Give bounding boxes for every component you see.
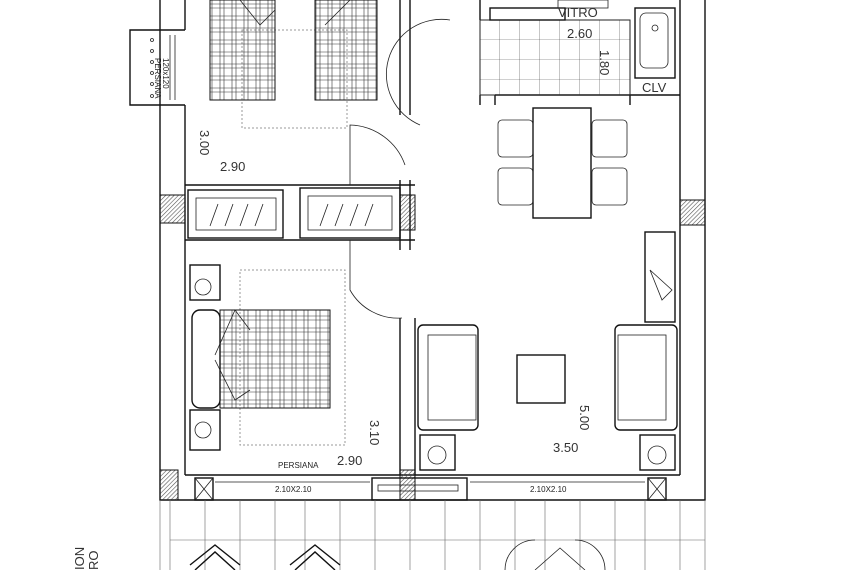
doors [349,18,451,319]
bedroom2-window-type: PERSIANA [278,461,319,470]
living-depth: 5.00 [577,405,592,430]
sink-label: CLV [642,80,667,95]
dining-set [497,107,628,219]
bedroom1-width: 2.90 [220,159,245,174]
living-door-size: 2.10X2.10 [530,485,567,494]
living-width: 3.50 [553,440,578,455]
bedroom2-width: 2.90 [337,453,362,468]
exterior-walls [129,0,706,501]
bedroom2-bed [189,264,346,451]
kitchen-area [479,0,676,96]
bedroom2-depth: 3.10 [367,420,382,445]
interior-walls [185,0,680,475]
terrace-label-line1: ION [72,547,87,570]
kitchen-depth: 1.80 [597,50,612,75]
sofas [417,231,678,471]
window-size-label: 120x120 [161,58,170,89]
window-type-label: PERSIANA [153,58,162,99]
terrace-label-line2: RO [86,551,101,570]
bedroom1-depth: 3.00 [197,130,212,155]
bedroom2-door-size: 2.10X2.10 [275,485,312,494]
terrace [159,500,706,570]
shutter-rail [150,38,154,98]
kitchen-width: 2.60 [567,26,592,41]
kitchen-appliance-label: VITRO [558,5,598,20]
bedroom1-beds [209,0,378,129]
